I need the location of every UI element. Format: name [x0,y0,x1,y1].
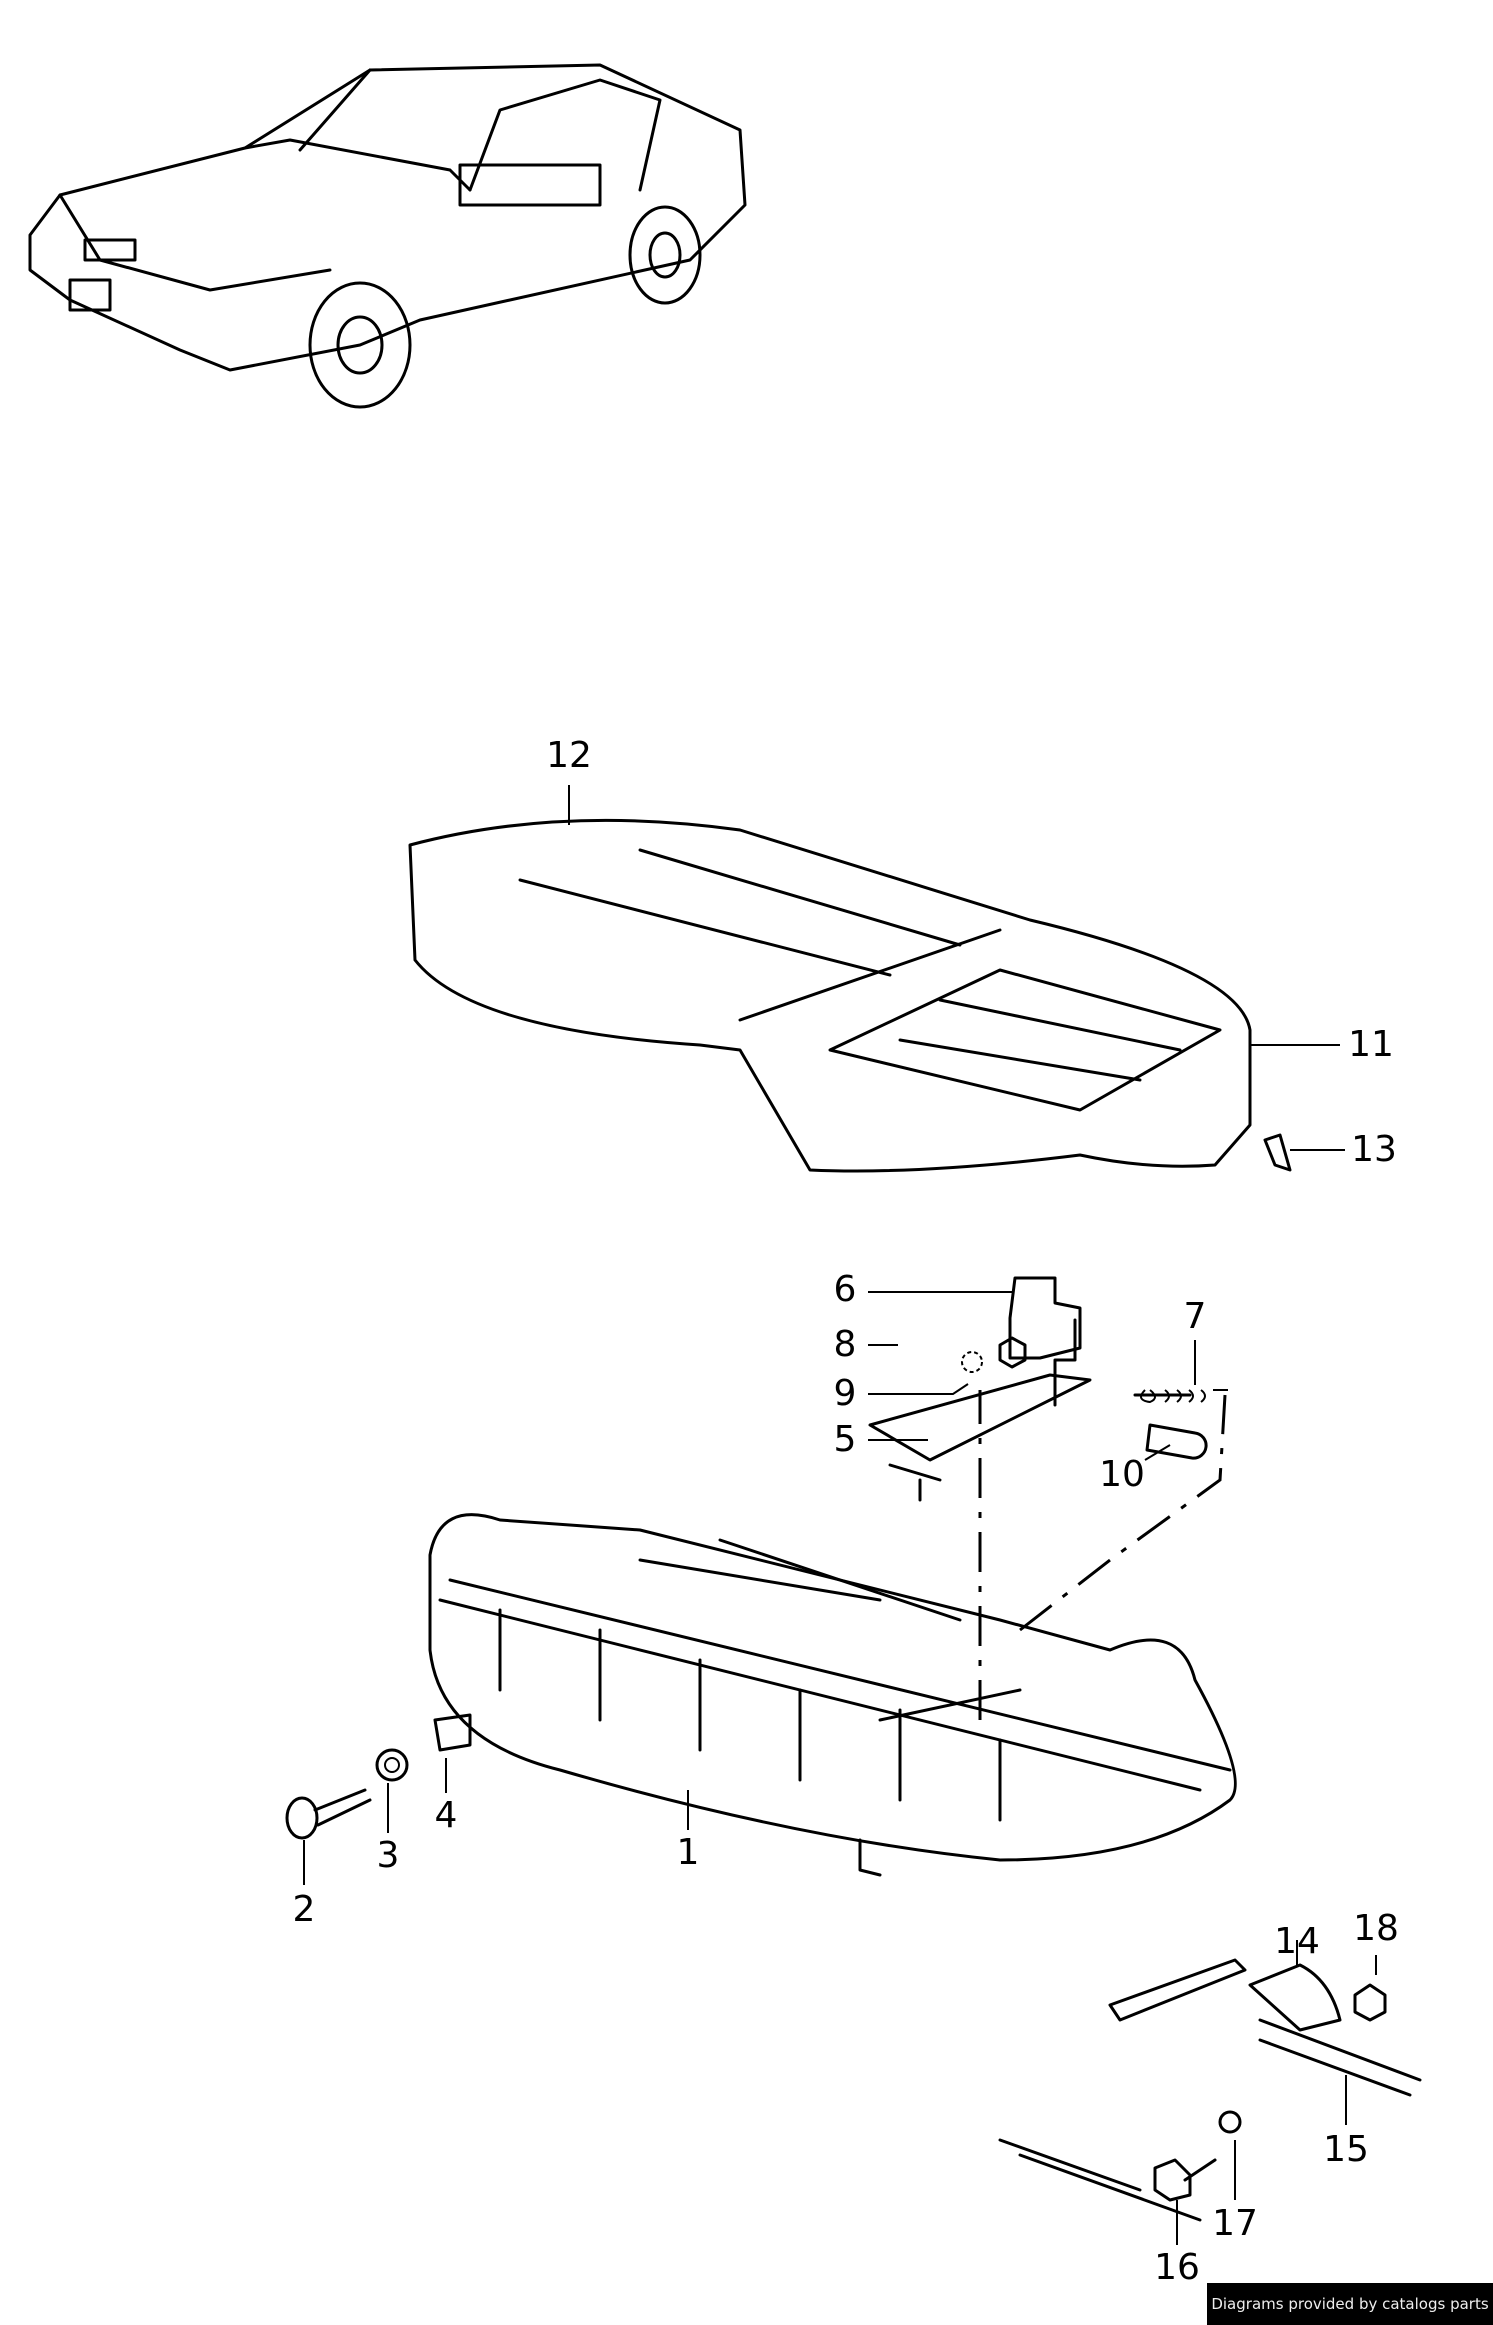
callout-4: 4 [434,1795,458,1836]
detail-view [998,1958,1422,2222]
seat-frame [428,1390,1237,1877]
callout-3: 3 [376,1835,400,1876]
fasteners-left [285,1713,472,1840]
callout-5: 5 [833,1419,857,1460]
slide-assembly [868,1276,1228,1502]
callout-8: 8 [833,1324,857,1365]
clip-part-13 [1263,1133,1292,1172]
car-illustration [28,63,747,409]
callout-13: 13 [1351,1129,1397,1170]
callout-14: 14 [1274,1921,1320,1962]
callout-7: 7 [1183,1296,1207,1337]
callout-2: 2 [292,1889,316,1930]
callout-12: 12 [546,735,592,776]
callout-17: 17 [1212,2203,1258,2244]
callout-16: 16 [1154,2247,1200,2288]
callout-9: 9 [833,1373,857,1414]
callout-1: 1 [676,1832,700,1873]
callout-11: 11 [1348,1024,1394,1065]
leader-lines [303,785,1377,2245]
credit-banner: Diagrams provided by catalogs parts [1207,2283,1493,2325]
callout-15: 15 [1323,2129,1369,2170]
callout-18: 18 [1353,1908,1399,1949]
callout-6: 6 [833,1269,857,1310]
callout-10: 10 [1099,1454,1145,1495]
seat-cushion [408,818,1252,1173]
